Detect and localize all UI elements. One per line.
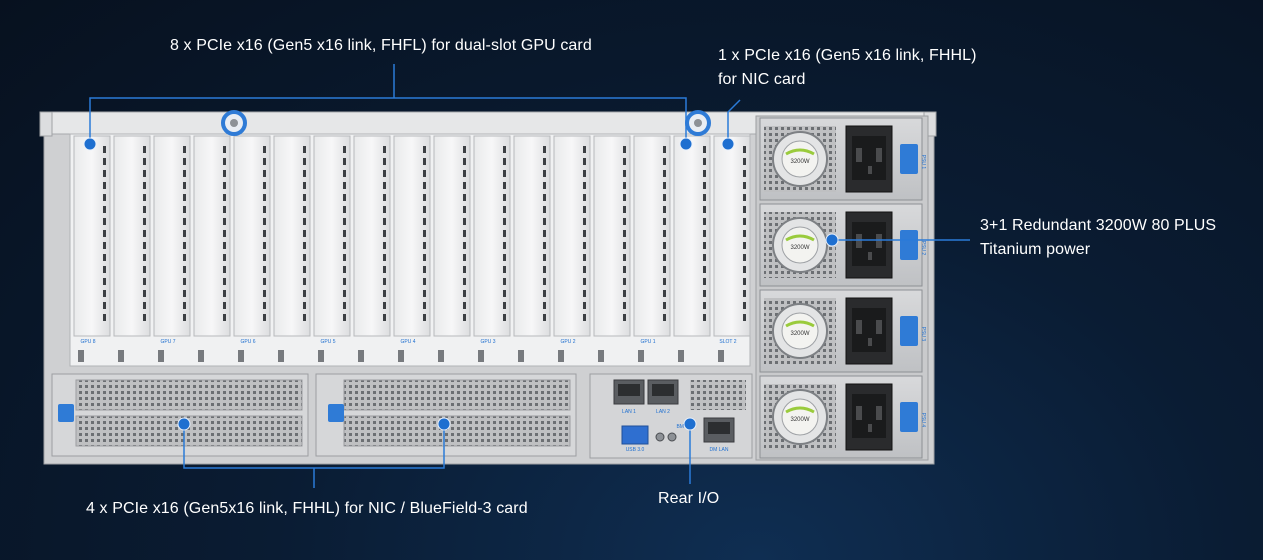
dm-lan-label: DM LAN	[710, 447, 729, 453]
psu-release-latch[interactable]	[900, 402, 918, 432]
riser-latch-right[interactable]	[328, 404, 344, 422]
psu-tag: PSU 1	[920, 155, 926, 170]
bluefield-slots-callout: 4 x PCIe x16 (Gen5x16 link, FHHL) for NI…	[86, 497, 528, 521]
bmc-label: BMC	[676, 424, 688, 430]
riser-cage-right	[315, 373, 577, 457]
slot-label: GPU 1	[640, 339, 655, 345]
leader-dots	[83, 137, 839, 431]
psu-module: 3200W PSU 1	[759, 117, 926, 201]
riser-cage-left	[51, 373, 309, 457]
psu-module: 3200W PSU 2	[759, 203, 926, 287]
psu-line2: Titanium power	[980, 241, 1091, 258]
slot-label: GPU 3	[480, 339, 495, 345]
lan2-label: LAN 2	[656, 409, 670, 415]
rear-io-callout: Rear I/O	[658, 487, 719, 511]
slot-label: GPU 2	[560, 339, 575, 345]
psu-tag: PSU 4	[920, 413, 926, 428]
gpu-bracket-line	[89, 97, 687, 144]
pcie-bracket	[633, 135, 671, 362]
bluefield-left-dot	[177, 417, 191, 431]
bluefield-right-dot	[437, 417, 451, 431]
pcie-bracket	[433, 135, 471, 362]
psu-rating: 3200W	[790, 159, 809, 165]
psu-rating: 3200W	[790, 417, 809, 423]
reset-button[interactable]	[667, 432, 677, 442]
id-button[interactable]	[655, 432, 665, 442]
rear-io-text: Rear I/O	[658, 490, 720, 507]
slot-label: GPU 5	[320, 339, 335, 345]
psu-callout: 3+1 Redundant 3200W 80 PLUS Titanium pow…	[980, 214, 1216, 262]
pcie-bracket	[513, 135, 551, 362]
slot-label: GPU 8	[80, 339, 95, 345]
nic-slot-line2: for NIC card	[718, 71, 806, 88]
nic-slot-line1: 1 x PCIe x16 (Gen5 x16 link, FHHL)	[718, 47, 977, 64]
slot-label: GPU 6	[240, 339, 255, 345]
psu-tag: PSU 2	[920, 241, 926, 256]
pcie-bracket	[273, 135, 311, 362]
pcie-bracket	[153, 135, 191, 362]
slot-label: SLOT 2	[719, 339, 736, 345]
psu-rating: 3200W	[790, 245, 809, 251]
psu-module: 3200W PSU 3	[759, 289, 926, 373]
gpu-slots-callout: 8 x PCIe x16 (Gen5 x16 link, FHFL) for d…	[170, 34, 592, 58]
psu-bay: 3200W PSU 1 3200W PSU 2 3200W PSU 3 3200W PSU 4	[755, 115, 929, 461]
pcie-bracket	[553, 135, 591, 362]
thumb-screw-right[interactable]	[685, 110, 711, 136]
rear-io-panel: LAN 1 LAN 2 USB 3.0 BMC DM LAN	[589, 373, 753, 459]
pcie-bracket	[673, 135, 711, 362]
psu-line1: 3+1 Redundant 3200W 80 PLUS	[980, 217, 1217, 234]
pcie-bracket	[73, 135, 111, 362]
pcie-bracket	[353, 135, 391, 362]
slot-label: GPU 7	[160, 339, 175, 345]
bluefield-slots-text: 4 x PCIe x16 (Gen5x16 link, FHHL) for NI…	[86, 500, 528, 517]
pcie-bracket	[233, 135, 271, 362]
pcie-bracket	[313, 135, 351, 362]
thumb-screw-left[interactable]	[221, 110, 247, 136]
left-ear	[39, 111, 53, 137]
usb-port[interactable]	[621, 425, 649, 445]
usb-label: USB 3.0	[626, 447, 645, 453]
psu-release-latch[interactable]	[900, 316, 918, 346]
pcie-bracket	[393, 135, 431, 362]
riser-latch-left[interactable]	[58, 404, 74, 422]
psu-rating: 3200W	[790, 331, 809, 337]
pcie-bracket	[473, 135, 511, 362]
nic-slot-callout: 1 x PCIe x16 (Gen5 x16 link, FHHL) for N…	[718, 44, 977, 92]
pcie-bracket	[193, 135, 231, 362]
nic-slot-dot	[721, 137, 735, 151]
gpu-slots-text: 8 x PCIe x16 (Gen5 x16 link, FHFL) for d…	[170, 37, 592, 54]
pcie-bracket	[713, 135, 751, 362]
slot-labels: GPU 8 GPU 7 GPU 6 GPU 5 GPU 4 GPU 3 GPU 2 GPU 1…	[80, 339, 736, 345]
gpu-slot-first-dot	[83, 137, 97, 151]
gpu-slot-last-dot	[679, 137, 693, 151]
psu-release-latch[interactable]	[900, 230, 918, 260]
nic-callout-line	[727, 99, 741, 144]
rear-io-dot	[683, 417, 697, 431]
pcie-bracket	[113, 135, 151, 362]
slot-label: GPU 4	[400, 339, 415, 345]
psu-dot	[825, 233, 839, 247]
pcie-bracket	[593, 135, 631, 362]
psu-release-latch[interactable]	[900, 144, 918, 174]
psu-tag: PSU 3	[920, 327, 926, 342]
psu-module: 3200W PSU 4	[759, 375, 926, 459]
lan1-label: LAN 1	[622, 409, 636, 415]
pcie-brackets	[73, 135, 751, 362]
leader-lines	[89, 64, 970, 488]
